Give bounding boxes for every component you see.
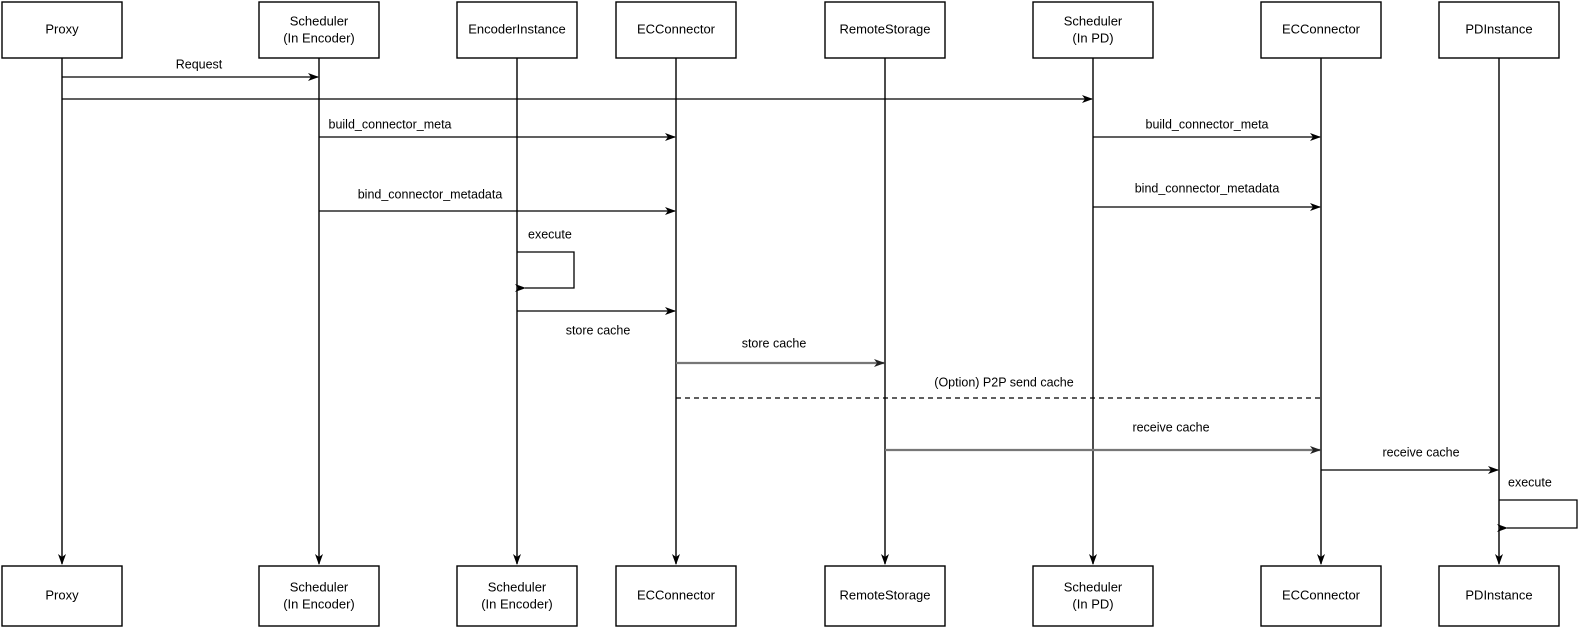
message-m8[interactable]: store cache bbox=[676, 336, 885, 367]
participant-box bbox=[456, 565, 578, 627]
participant-label: RemoteStorage bbox=[839, 21, 930, 36]
participant-label: PDInstance bbox=[1465, 21, 1532, 36]
participant-box bbox=[1260, 1, 1382, 59]
participant-box bbox=[824, 1, 946, 59]
participant-box bbox=[456, 1, 578, 59]
participant-top-sched_enc[interactable]: Scheduler (In Encoder) bbox=[258, 1, 380, 59]
participant-box bbox=[1032, 565, 1154, 627]
self-loop-label: execute bbox=[528, 227, 572, 241]
participant-bottom-ecconn_right[interactable]: ECConnector bbox=[1260, 565, 1382, 627]
participant-box bbox=[1260, 565, 1382, 627]
message-m6[interactable]: bind_connector_metadata bbox=[1093, 181, 1321, 211]
participant-label-line2: (In Encoder) bbox=[283, 596, 355, 611]
self-loops-layer: execute execute bbox=[515, 227, 1578, 532]
participant-top-ecconn_left[interactable]: ECConnector bbox=[615, 1, 737, 59]
message-label: bind_connector_metadata bbox=[358, 187, 503, 201]
participant-box bbox=[1, 565, 123, 627]
lifelines-layer bbox=[58, 58, 1503, 565]
message-label: receive cache bbox=[1132, 420, 1209, 434]
participant-label: PDInstance bbox=[1465, 587, 1532, 602]
participant-top-encoder_inst[interactable]: EncoderInstance bbox=[456, 1, 578, 59]
participant-bottom-remote_storage[interactable]: RemoteStorage bbox=[824, 565, 946, 627]
message-m10[interactable]: receive cache bbox=[885, 420, 1321, 454]
participant-top-remote_storage[interactable]: RemoteStorage bbox=[824, 1, 946, 59]
participant-bottom-encoder_inst[interactable]: Scheduler (In Encoder) bbox=[456, 565, 578, 627]
self-loop-s2[interactable]: execute bbox=[1497, 475, 1578, 532]
participant-label: ECConnector bbox=[1282, 21, 1361, 36]
participant-bottom-proxy[interactable]: Proxy bbox=[1, 565, 123, 627]
self-loop-path bbox=[515, 251, 575, 292]
participant-top-ecconn_right[interactable]: ECConnector bbox=[1260, 1, 1382, 59]
self-loop-s1[interactable]: execute bbox=[515, 227, 575, 292]
self-loop-label: execute bbox=[1508, 475, 1552, 489]
participant-box bbox=[1438, 1, 1560, 59]
message-m1[interactable]: Request bbox=[62, 57, 319, 81]
message-label: store cache bbox=[742, 336, 807, 350]
participant-label: EncoderInstance bbox=[468, 21, 566, 36]
message-label: (Option) P2P send cache bbox=[934, 375, 1073, 389]
participant-label-line1: Scheduler bbox=[1064, 13, 1123, 28]
participant-top-sched_pd[interactable]: Scheduler (In PD) bbox=[1032, 1, 1154, 59]
participant-label-line1: Scheduler bbox=[1064, 579, 1123, 594]
participant-bottom-sched_enc[interactable]: Scheduler (In Encoder) bbox=[258, 565, 380, 627]
participant-label: Proxy bbox=[45, 21, 79, 36]
message-m4[interactable]: build_connector_meta bbox=[1093, 117, 1321, 141]
message-label: build_connector_meta bbox=[329, 117, 452, 131]
participant-box bbox=[258, 565, 380, 627]
participant-label-line1: Scheduler bbox=[290, 13, 349, 28]
participant-label: RemoteStorage bbox=[839, 587, 930, 602]
participant-label: ECConnector bbox=[637, 21, 716, 36]
participant-label-line1: Scheduler bbox=[290, 579, 349, 594]
participant-box bbox=[1438, 565, 1560, 627]
participant-label-line2: (In Encoder) bbox=[283, 30, 355, 45]
self-loop-path bbox=[1497, 499, 1578, 532]
participant-box bbox=[258, 1, 380, 59]
participant-box bbox=[824, 565, 946, 627]
participant-bottom-pd_instance[interactable]: PDInstance bbox=[1438, 565, 1560, 627]
participant-box bbox=[615, 565, 737, 627]
participant-top-proxy[interactable]: Proxy bbox=[1, 1, 123, 59]
participant-label-line1: Scheduler bbox=[488, 579, 547, 594]
message-m3[interactable]: build_connector_meta bbox=[319, 117, 676, 141]
participant-bottom-ecconn_left[interactable]: ECConnector bbox=[615, 565, 737, 627]
messages-layer: Request build_connector_meta build_connect… bbox=[62, 57, 1499, 474]
message-label: receive cache bbox=[1382, 445, 1459, 459]
participant-label-line2: (In Encoder) bbox=[481, 596, 553, 611]
participant-top-pd_instance[interactable]: PDInstance bbox=[1438, 1, 1560, 59]
message-m9[interactable]: (Option) P2P send cache bbox=[676, 375, 1321, 399]
message-m11[interactable]: receive cache bbox=[1321, 445, 1499, 474]
participant-label-line2: (In PD) bbox=[1072, 596, 1113, 611]
participant-label-line2: (In PD) bbox=[1072, 30, 1113, 45]
message-label: build_connector_meta bbox=[1146, 117, 1269, 131]
message-label: store cache bbox=[566, 323, 631, 337]
participant-bottom-sched_pd[interactable]: Scheduler (In PD) bbox=[1032, 565, 1154, 627]
participant-box bbox=[615, 1, 737, 59]
message-label: Request bbox=[176, 57, 223, 71]
participant-box bbox=[1032, 1, 1154, 59]
participant-box bbox=[1, 1, 123, 59]
message-m7[interactable]: store cache bbox=[517, 307, 676, 337]
participant-label: ECConnector bbox=[637, 587, 716, 602]
message-label: bind_connector_metadata bbox=[1135, 181, 1280, 195]
participant-label: ECConnector bbox=[1282, 587, 1361, 602]
participant-label: Proxy bbox=[45, 587, 79, 602]
message-m5[interactable]: bind_connector_metadata bbox=[319, 187, 676, 215]
